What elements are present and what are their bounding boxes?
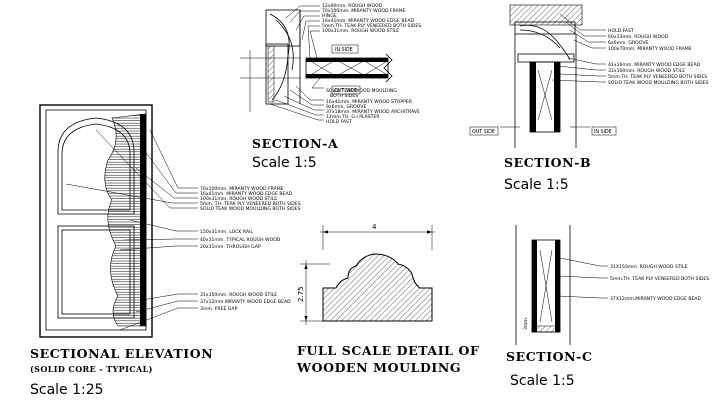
section-b-inside-label: IN SIDE (594, 129, 612, 135)
section-a-drawing (240, 5, 393, 121)
section-a-scale: Scale 1:5 (252, 155, 317, 171)
elevation-scale: Scale 1:25 (30, 382, 104, 398)
section-b-outside-label: OUT SIDE (472, 129, 495, 135)
elevation-note: 20x31mm. THROUGH GAP (200, 244, 261, 250)
section-a-tag-outside: OUT SIDE (331, 85, 361, 95)
door-elevation-notes: 70x100mm. MIRANTY WOOD FRAME 16x41mm. MI… (200, 186, 301, 312)
section-b-notes: HOLD FAST 60x13mm. ROUGH WOOD 6x6mm. GRO… (608, 28, 709, 86)
section-c-note: 31X150mm. ROUGH WOOD STILE (610, 264, 688, 270)
elevation-note: 100x31mm. ROUGH WOOD STILE (200, 196, 277, 202)
section-a-note: 16x41mm. MIRANTY WOOD EDGE BEAD (322, 18, 415, 24)
section-a-note: 100x31mm. ROUGH WOOD STILE (322, 28, 399, 34)
section-a-notes: 12x90mm. ROUGH WOOD 70x100mm. MIRANTY WO… (322, 3, 421, 125)
section-a-note: 12mm.TH. G.I.PLASTER (326, 114, 380, 120)
elevation-subtitle: (SOLID CORE - TYPICAL) (30, 364, 153, 374)
section-c-drawing (515, 225, 608, 345)
section-a-note: BOTH SIDES (330, 93, 358, 99)
section-b-tag-outside: OUT SIDE (469, 126, 499, 136)
section-c-note: 5mm.TH. TEAK PLY VENEERED BOTH SIDES (610, 276, 709, 282)
section-b-note: 31x100mm. ROUGH WOOD STILE (608, 68, 685, 74)
section-b-note: 100x70mm. MIRANTY WOOD FRAME (608, 46, 692, 52)
elevation-note: SOLID TEAK WOOD MOULDING BOTH SIDES (200, 206, 301, 212)
section-a-note: 16x41mm. MIRANTY WOOD STOPPER (326, 99, 413, 105)
section-a-outside-label: OUT SIDE (334, 88, 357, 94)
section-c-notes: 31X150mm. ROUGH WOOD STILE 5mm.TH. TEAK … (610, 264, 709, 302)
moulding-title-line1: FULL SCALE DETAIL OF (297, 343, 479, 358)
section-a-note: 12x90mm. ROUGH WOOD (322, 3, 383, 9)
section-c-scale: Scale 1:5 (510, 373, 575, 389)
elevation-note: 5mm. TH. TEAK PLY VENEERED BOTH SIDES (200, 201, 301, 207)
section-a-note: 70x100mm. MIRANTY WOOD FRAME (322, 8, 406, 14)
section-b-note: SOLID TEAK WOOD MOULDING BOTH SIDES (608, 80, 709, 86)
section-a-tag-inside: IN SIDE (331, 44, 359, 54)
section-b-note: 6x6mm. GROOVE (608, 40, 648, 46)
section-a-note: HINGE (322, 13, 337, 19)
section-b-title: SECTION-B (504, 155, 591, 170)
section-b-note: 60x13mm. ROUGH WOOD (608, 34, 669, 40)
section-c-note: 37X12mm.MIRANTY WOOD EDGE BEAD (610, 296, 702, 302)
elevation-note: 40x31mm. TYPICAL ROUGH WOOD (200, 237, 281, 243)
section-a-note: HOLD FAST (326, 119, 352, 125)
section-a-note: SOLID TEAK WOOD MOULDING (326, 88, 397, 94)
elevation-note: 150x31mm. LOCK RAIL (200, 229, 253, 235)
section-c-side-label: 3mm. (523, 317, 529, 330)
moulding-drawing (300, 225, 435, 325)
section-b-note: 5mm.TH. TEAK PLY VENEERED BOTH SIDES (608, 74, 707, 80)
section-a-note: 9x6mm. GROOVE (326, 104, 366, 110)
section-a-note: 37x18mm. MIRANTY WOOD ARCHITRAVE (326, 109, 420, 115)
moulding-dim-height: 2.75 (297, 286, 305, 302)
section-b-scale: Scale 1:5 (504, 177, 569, 193)
elevation-note: 3mm. FREE GAP (200, 306, 238, 312)
section-a-note: 5mm.TH. TEAK PLY VENEERED BOTH SIDES (322, 23, 421, 29)
elevation-title: SECTIONAL ELEVATION (30, 346, 213, 361)
moulding-dim-width: 4 (372, 223, 377, 231)
elevation-note: 16x41mm. MIRANTY WOOD EDGE BEAD (200, 191, 293, 197)
door-elevation-drawing (39, 104, 198, 338)
section-b-note: 41x16mm. MIRANTY WOOD EDGE BEAD (608, 62, 701, 68)
section-b-drawing (500, 4, 606, 148)
section-a-title: SECTION-A (252, 136, 338, 151)
elevation-note: 70x100mm. MIRANTY WOOD FRAME (200, 186, 284, 192)
section-a-inside-label: IN SIDE (335, 47, 353, 53)
moulding-title-line2: WOODEN MOULDING (296, 360, 461, 375)
elevation-note: 37x12mm.MIRANTY WOOD EDGE BEAD (200, 299, 291, 305)
section-b-tag-inside: IN SIDE (591, 126, 617, 136)
section-b-note: HOLD FAST (608, 28, 634, 34)
section-c-title: SECTION-C (506, 349, 593, 364)
elevation-note: 31x150mm. ROUGH WOOD STILE (200, 292, 277, 298)
